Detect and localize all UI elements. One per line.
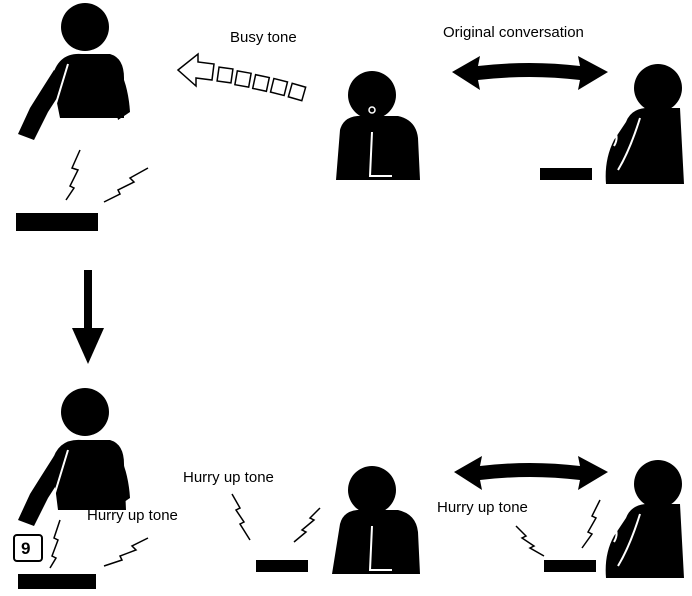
other-party-person-top (606, 64, 684, 184)
hurry-up-tone-label-left: Hurry up tone (87, 507, 178, 524)
ringing-phone-top (16, 150, 148, 231)
caller-person-top (18, 3, 130, 140)
down-arrow (72, 270, 104, 364)
keypad-key-label: 9 (21, 539, 30, 558)
callee-person-top (336, 71, 420, 180)
original-conversation-arrow (452, 56, 608, 90)
keypad-key-9: 9 (14, 535, 42, 561)
caller-person-bottom (18, 388, 130, 526)
conversation-arrow-bottom (454, 456, 608, 490)
hurry-up-tone-label-middle: Hurry up tone (183, 469, 274, 486)
original-conversation-label: Original conversation (443, 24, 584, 41)
busy-tone-arrow (178, 54, 306, 101)
other-party-person-bottom (606, 460, 684, 578)
handset-right-top (540, 168, 592, 180)
busy-tone-label: Busy tone (230, 29, 297, 46)
callee-person-bottom (332, 466, 420, 574)
ringing-phone-right (516, 500, 600, 572)
ringing-phone-middle (232, 494, 320, 572)
hurry-up-tone-label-right: Hurry up tone (437, 499, 528, 516)
